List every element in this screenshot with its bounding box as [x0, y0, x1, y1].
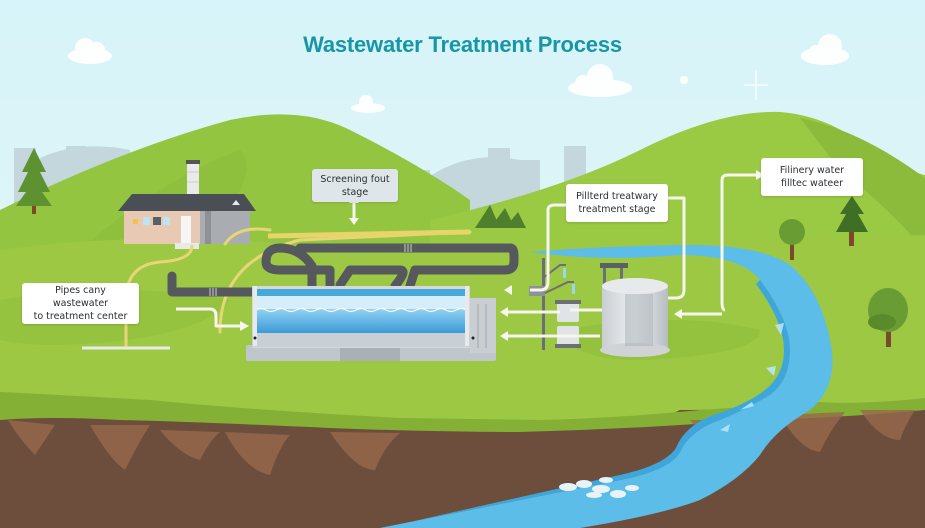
pipe-joint: [209, 244, 412, 296]
label-line: Pillterd treatwary: [576, 191, 658, 202]
cloud: [568, 64, 632, 97]
arrow-left-icon: [500, 331, 508, 341]
tree-pine: [16, 148, 52, 214]
page-title: Wastewater Treatment Process: [303, 32, 622, 57]
cloud: [68, 38, 112, 64]
screening-pipes: [167, 243, 519, 297]
label-line: stage: [341, 186, 369, 198]
arrow-left-icon: [504, 285, 512, 295]
arrow-right-icon: [756, 170, 764, 180]
house: [118, 160, 256, 249]
tree-pine: [836, 196, 868, 246]
soil-layer-light: [8, 410, 915, 475]
arrow-right-icon: [240, 321, 249, 331]
label-line: filltec wateer: [780, 178, 843, 189]
arrow-left-icon: [500, 307, 508, 317]
tank-water: [256, 309, 466, 333]
bushes: [475, 205, 526, 228]
label-line: Screening fout: [320, 173, 390, 185]
yellow-pipe-thick: [267, 229, 471, 239]
river-ripples: [720, 323, 784, 432]
cloud: [351, 95, 385, 113]
label-pipes-carry-wastewater: Pipes cany wastewater to treatment cente…: [22, 283, 139, 324]
tree-round: [868, 288, 908, 347]
roof: [118, 194, 256, 211]
arrow-left-icon: [674, 309, 682, 319]
flow-arrows: [176, 173, 758, 338]
river-rocks: [559, 477, 639, 498]
label-line: treatment stage: [578, 204, 656, 215]
cloud: [680, 76, 688, 84]
sparkle: [744, 70, 768, 100]
cloud: [801, 34, 849, 65]
label-line: Filinery water: [779, 165, 845, 176]
label-filtered-treatment-stage: Pillterd treatwary treatment stage: [566, 184, 668, 222]
tree-round: [779, 219, 805, 260]
settling-tank: [246, 286, 496, 361]
storage-tank: [600, 263, 670, 357]
river: [380, 245, 833, 528]
label-screening-stage: Screening fout stage: [312, 169, 398, 202]
label-line: to treatment center: [33, 311, 128, 322]
chimney: [187, 160, 199, 196]
label-filinery-water: Filinery water filltec wateer: [761, 158, 863, 196]
arrow-down-icon: [349, 218, 359, 225]
label-line: Pipes cany wastewater: [52, 285, 109, 309]
clouds: [68, 34, 849, 113]
